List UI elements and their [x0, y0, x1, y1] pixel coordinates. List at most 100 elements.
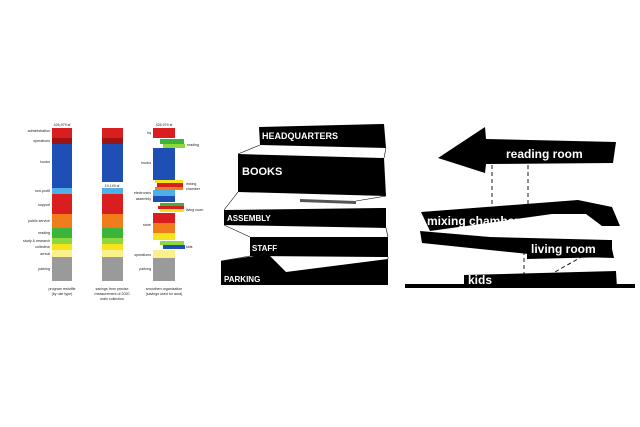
bar-segment-operations — [102, 138, 123, 144]
bar-segment-mixing-1 — [155, 180, 183, 183]
savings-area-label: 19,149 sf — [105, 184, 120, 188]
label-headquarters: HEADQUARTERS — [262, 131, 338, 141]
label-chamber: chamber — [186, 187, 201, 191]
section-panel: reading room mixing chamber living room … — [405, 127, 635, 288]
total-area-label: 426,979 sf — [54, 123, 71, 127]
label-electronics: electronics — [134, 191, 151, 195]
bar-segment-collective — [102, 244, 123, 250]
platform-sliver — [300, 199, 356, 204]
bar-segment-store-2 — [153, 223, 175, 233]
label-operations: operations — [33, 139, 50, 143]
platform-reading-room — [438, 127, 616, 173]
bar-column-savings: 19,149 sf savings from precise measureme… — [95, 128, 130, 301]
bar-segment-non-profit — [102, 188, 123, 194]
label-study-research: study & research — [23, 239, 50, 243]
connector-line — [383, 147, 387, 159]
label-hq: hq — [147, 131, 151, 135]
bar-segment-study — [52, 238, 72, 244]
bar-segment-reading — [52, 228, 72, 238]
label-parking: parking — [38, 267, 50, 271]
bar-segment-support — [102, 194, 123, 214]
label-assembly: assembly — [136, 197, 151, 201]
bar-segment-parking — [52, 257, 72, 281]
bar-segment-books — [102, 144, 123, 182]
bar-segment-assembly — [153, 190, 175, 196]
bar-segment-living-2 — [158, 206, 184, 209]
label-mixing: mixing — [186, 182, 196, 186]
bar-column-smoothen-organization: 426,979 sf hq reading books mixing chamb… — [134, 123, 204, 296]
bar-segment-hq — [153, 128, 175, 138]
bar-segment-arrival — [102, 250, 123, 257]
caption-line-3: main collection — [100, 297, 124, 301]
label-collective: collective — [35, 245, 50, 249]
label-parking: parking — [139, 267, 151, 271]
platforms-panel: HEADQUARTERS BOOKS ASSEMBLY STAFF PARKIN… — [220, 124, 389, 285]
bar-segment-administration — [102, 128, 123, 138]
connector-line — [355, 195, 387, 202]
label-assembly: ASSEMBLY — [227, 214, 271, 223]
bar-segment-kids-2 — [163, 245, 185, 249]
bar-segment-living-3 — [160, 209, 184, 212]
platform-kids — [464, 271, 617, 288]
ground-line — [405, 284, 635, 288]
label-reading: reading — [38, 231, 50, 235]
bar-segment-support — [52, 194, 72, 214]
label-non-profit: non-profit — [35, 189, 50, 193]
bar-segment-reading-shift — [160, 139, 184, 144]
label-living-room: living room — [531, 242, 596, 256]
label-mixing-chamber: mixing chamber — [427, 214, 519, 228]
connector-line — [220, 255, 251, 262]
platform-mixing-chamber — [421, 200, 620, 231]
bar-segment-administration — [52, 128, 72, 138]
platform-headquarters — [259, 124, 386, 148]
bar-segment-reading-shift-2 — [163, 144, 185, 148]
label-parking: PARKING — [224, 275, 260, 284]
caption-line-2: (by use type) — [52, 292, 73, 296]
bar-segment-savings — [102, 182, 123, 188]
total-area-label: 426,979 sf — [156, 123, 173, 127]
bar-segment-operations — [52, 138, 72, 144]
label-living-room: living room — [186, 208, 203, 212]
bar-segment-operations — [153, 250, 175, 258]
bar-segment-books — [153, 148, 175, 180]
bar-segment-living-1 — [160, 203, 184, 206]
caption-line-1: program restuffle — [48, 287, 75, 291]
bar-segment-public-service — [102, 214, 123, 228]
connector-line — [223, 224, 251, 238]
label-books: books — [40, 160, 50, 164]
label-store: store — [143, 223, 151, 227]
bar-segment-mixing-2 — [157, 183, 183, 187]
label-reading: reading — [187, 143, 199, 147]
label-arrival: arrival — [40, 252, 50, 256]
platform-books — [238, 154, 386, 196]
platform-assembly — [224, 208, 386, 228]
connector-line — [385, 227, 389, 238]
label-administration: administration — [28, 129, 50, 133]
label-support: support — [38, 203, 50, 207]
bar-column-program-by-use: 426,979 sf administration operations boo… — [23, 123, 76, 296]
label-books: books — [141, 161, 151, 165]
bar-segment-non-profit — [52, 188, 72, 194]
bar-segment-store-3 — [153, 233, 175, 240]
bar-segment-reading — [102, 228, 123, 238]
platform-staff — [250, 237, 388, 257]
bar-segment-public-service — [52, 214, 72, 228]
label-public-service: public service — [28, 219, 50, 223]
connector-line — [223, 191, 239, 211]
label-kids: kids — [186, 245, 193, 249]
bar-segment-books — [52, 144, 72, 188]
bar-segment-arrival — [52, 250, 72, 257]
caption-line-1: savings from precise — [96, 287, 129, 291]
connector-line — [237, 144, 261, 155]
bar-segment-mixing-3 — [155, 187, 183, 190]
label-operations: operations — [134, 253, 151, 257]
program-bars-panel: 426,979 sf administration operations boo… — [23, 123, 203, 301]
label-books: BOOKS — [242, 166, 282, 178]
bar-segment-parking — [153, 258, 175, 281]
bar-segment-parking — [102, 257, 123, 281]
platform-living-room — [527, 240, 612, 259]
bar-segment-collective — [52, 244, 72, 250]
caption-line-2: measurement of 2020 — [95, 292, 130, 296]
bar-segment-store — [153, 213, 175, 223]
